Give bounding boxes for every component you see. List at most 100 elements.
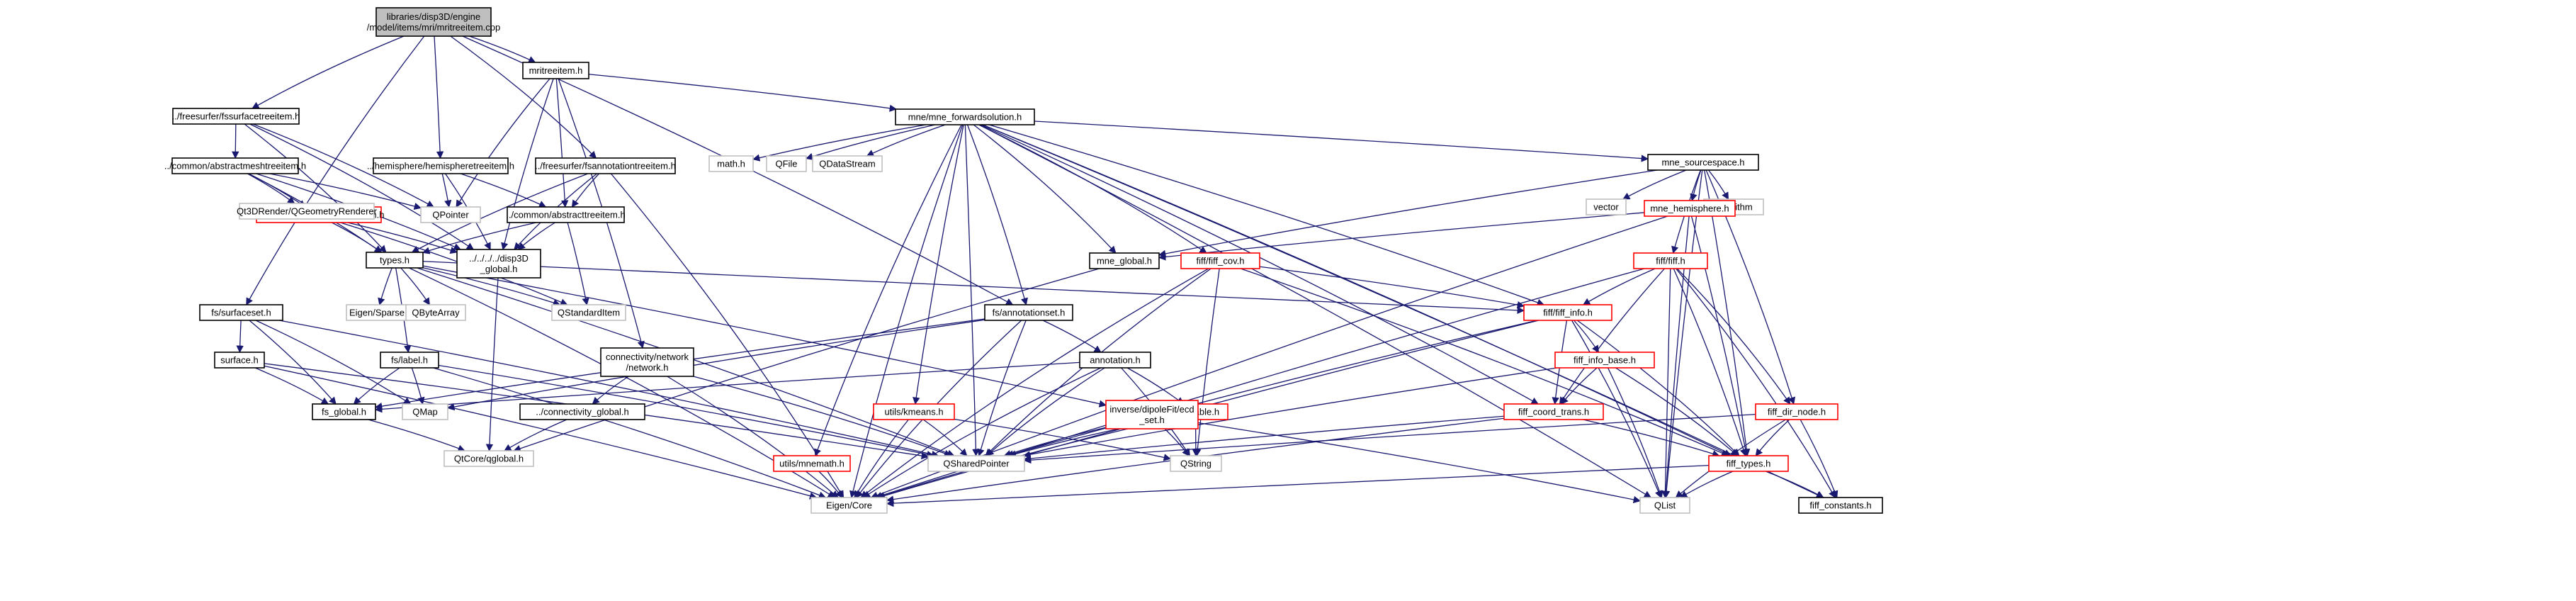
node-box: [214, 352, 265, 369]
node-box: [171, 157, 299, 174]
node-connectivity_network[interactable]: connectivity/network/network.h: [600, 347, 694, 377]
edge-mne_sourcespace-to-vector: [1622, 169, 1687, 200]
edge-fiff_dir_node-to-qsharedpointer: [1023, 414, 1756, 464]
node-meshtreeitem[interactable]: ../common/abstractmeshtreeitem.h: [164, 157, 306, 174]
node-label: QDataStream: [819, 159, 875, 169]
node-abstracttreeitem[interactable]: ../common/abstracttreeitem.h: [506, 206, 626, 223]
edge-fs_surfaceset-to-qsharedpointer: [278, 320, 939, 459]
edge-fsannotationtreeitem-to-types: [411, 173, 589, 253]
node-utils_mnemath[interactable]: utils/mnemath.h: [773, 455, 851, 472]
node-fiff_constants[interactable]: fiff_constants.h: [1798, 497, 1883, 514]
edge-abstracttreeitem-to-qstandarditem: [567, 222, 589, 306]
edge-types-to-inverse_dipolefit: [422, 265, 1107, 408]
node-label: fs/annotationset.h: [993, 308, 1066, 318]
node-fssurfacetreeitem[interactable]: ../freesurfer/fssurfacetreeitem.h: [172, 108, 300, 125]
node-mne_sourcespace[interactable]: mne_sourcespace.h: [1647, 154, 1759, 171]
node-label: fiff/fiff_cov.h: [1197, 256, 1245, 266]
edge-fs_label-to-eigen_core: [433, 367, 827, 499]
node-mne_forwardsolution[interactable]: mne/mne_forwardsolution.h: [895, 108, 1035, 125]
node-label: fiff/fiff.h: [1656, 256, 1685, 266]
edge-utils_kmeans-to-qstring: [954, 418, 1172, 461]
node-root[interactable]: libraries/disp3D/engine/model/items/mri/…: [367, 7, 501, 37]
node-label: math.h: [717, 159, 745, 169]
node-box: [766, 155, 807, 172]
node-box: [239, 203, 375, 220]
node-box: [1586, 198, 1627, 215]
node-qbytearray: QByteArray: [405, 304, 466, 321]
edge-fiff_info-to-fiff_info_base: [1574, 320, 1600, 353]
node-label: ../freesurfer/fssurfacetreeitem.h: [172, 111, 300, 122]
node-box: [1180, 252, 1260, 269]
node-box: [1639, 497, 1690, 514]
node-surface[interactable]: surface.h: [214, 352, 265, 369]
edge-mritreeitem-to-mne_forwardsolution: [588, 74, 898, 112]
edge-mne_forwardsolution-to-utils_kmeans: [913, 124, 964, 405]
node-box: [507, 206, 625, 223]
node-qgeometryrenderer: Qt3DRender/QGeometryRenderer: [237, 203, 378, 220]
node-mritreeitem[interactable]: mritreeitem.h: [522, 62, 589, 79]
node-box: [380, 352, 439, 369]
node-box: [1554, 352, 1655, 369]
edge-meshtreeitem-to-qgeometryrenderer: [247, 173, 295, 204]
node-fs_surfaceset[interactable]: fs/surfaceset.h: [199, 304, 283, 321]
node-fiff_h[interactable]: fiff/fiff.h: [1633, 252, 1708, 269]
node-fiff_cov[interactable]: fiff/fiff_cov.h: [1180, 252, 1260, 269]
node-fiff_info[interactable]: fiff/fiff_info.h: [1523, 304, 1612, 321]
node-qsharedpointer: QSharedPointer: [927, 455, 1025, 472]
node-label: /network.h: [626, 362, 669, 373]
edge-utils_kmeans-to-eigen_core: [854, 419, 909, 498]
node-fs_global[interactable]: fs_global.h: [312, 403, 376, 420]
edge-mne_forwardsolution-to-fiff_constants: [982, 124, 1824, 498]
edge-mne_forwardsolution-to-qdatastream: [866, 124, 946, 157]
edge-mne_forwardsolution-to-qsharedpointer: [964, 124, 980, 457]
edge-mne_forwardsolution-to-eigen_core: [849, 124, 964, 499]
edge-fiff_cov-to-eigen_core: [860, 268, 1209, 498]
edge-fssurfacetreeitem-to-disp3d_global: [249, 123, 475, 250]
node-qfile: QFile: [766, 155, 807, 172]
node-fsannotationtreeitem[interactable]: ../freesurfer/fsannotationtreeitem.h: [535, 157, 676, 174]
edge-fiff_types-to-qlist: [1680, 471, 1734, 498]
edge-mne_forwardsolution-to-qlist: [978, 124, 1652, 498]
edge-mritreeitem-to-qpointer: [456, 78, 550, 208]
edge-fs_global-to-qtcore_qglobal: [368, 419, 465, 452]
nodes-layer: libraries/disp3D/engine/model/items/mri/…: [164, 7, 1883, 514]
node-types[interactable]: types.h: [366, 252, 424, 269]
node-box: [873, 403, 955, 420]
node-label: _global.h: [480, 264, 518, 274]
node-box: [1523, 304, 1612, 321]
edge-mne_forwardsolution-to-fiff_info: [988, 124, 1545, 306]
node-fiff_types[interactable]: fiff_types.h: [1708, 455, 1789, 472]
node-fiff_info_base[interactable]: fiff_info_base.h: [1554, 352, 1655, 369]
node-utils_kmeans[interactable]: utils/kmeans.h: [873, 403, 955, 420]
node-label: fiff_constants.h: [1809, 500, 1871, 511]
node-label: mne_global.h: [1097, 256, 1152, 266]
node-fs_annotationset[interactable]: fs/annotationset.h: [984, 304, 1073, 321]
node-fiff_dir_node[interactable]: fiff_dir_node.h: [1755, 403, 1838, 420]
node-label: ../common/abstracttreeitem.h: [506, 210, 625, 220]
node-disp3d_global[interactable]: ../../../../disp3D_global.h: [456, 249, 541, 279]
node-mne_global[interactable]: mne_global.h: [1089, 252, 1160, 269]
node-label: ../connectivity_global.h: [536, 407, 629, 417]
node-hemispheretreeitem[interactable]: ../hemisphere/hemispheretreeitem.h: [367, 157, 514, 174]
node-fiff_coord_trans[interactable]: fiff_coord_trans.h: [1503, 403, 1604, 420]
node-box: [1089, 252, 1160, 269]
node-label: QFile: [775, 159, 797, 169]
node-label: fiff/fiff_info.h: [1543, 308, 1593, 318]
edge-mne_forwardsolution-to-fiff_coord_trans: [980, 124, 1539, 405]
node-label: QMap: [412, 407, 437, 417]
node-fs_label[interactable]: fs/label.h: [380, 352, 439, 369]
node-box: [1105, 400, 1199, 429]
edge-utils_kmeans-to-qsharedpointer: [922, 419, 968, 456]
edge-disp3d_global-to-qtcore_qglobal: [485, 277, 499, 452]
node-qmap: QMap: [402, 403, 448, 420]
node-inverse_dipolefit[interactable]: inverse/dipoleFit/ecd_set.h: [1105, 400, 1199, 429]
edge-mne_forwardsolution-to-fiff_cov: [978, 124, 1207, 254]
edge-surface-to-eigen_core: [264, 365, 818, 500]
node-annotation[interactable]: annotation.h: [1079, 352, 1151, 369]
node-mne_hemisphere[interactable]: mne_hemisphere.h: [1644, 200, 1736, 217]
edge-root-to-fs_surfaceset: [246, 35, 425, 305]
edge-fiff_h-to-fiff_info: [1582, 268, 1656, 305]
node-connectivity_global[interactable]: ../connectivity_global.h: [519, 403, 645, 420]
edge-fs_annotationset-to-qsharedpointer: [977, 320, 1027, 456]
edge-mne_forwardsolution-to-qfile: [806, 124, 936, 160]
